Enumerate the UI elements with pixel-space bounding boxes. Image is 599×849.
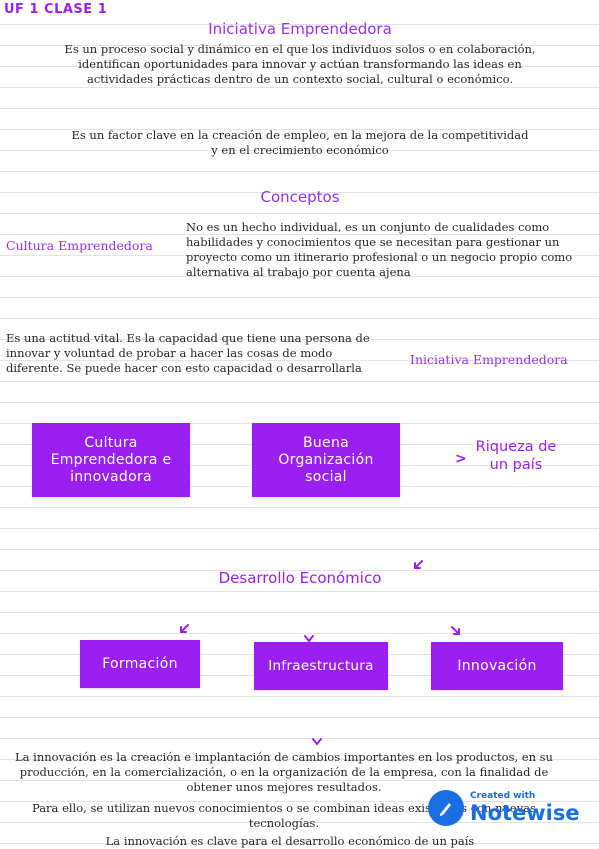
intro-paragraph-1: Es un proceso social y dinámico en el qu…	[64, 42, 536, 86]
innovacion-paragraph-3: La innovación es clave para el desarroll…	[105, 834, 475, 848]
desarrollo-item-formacion: Formación	[80, 640, 200, 688]
flow-result-label: Riqueza de un país	[475, 439, 557, 473]
flow-box-organizacion-label: Buena Organización social	[278, 434, 374, 485]
arrow-down-right-icon	[450, 622, 462, 635]
desarrollo-item-infraestructura-label: Infraestructura	[268, 657, 374, 674]
notewise-badge: Created with Notewise	[428, 786, 588, 830]
flow-arrow-right-icon: >	[455, 451, 467, 467]
desarrollo-heading: Desarrollo Económico	[218, 569, 382, 587]
desarrollo-item-infraestructura: Infraestructura	[254, 642, 388, 690]
arrow-down-icon	[303, 630, 315, 643]
cultura-emprendedora-label: Cultura Emprendedora	[6, 238, 153, 253]
flow-box-cultura-label: Cultura Emprendedora e innovadora	[50, 434, 172, 485]
arrow-down-left-icon	[412, 556, 424, 569]
innovacion-paragraph-1: La innovación es la creación e implantac…	[15, 750, 553, 794]
desarrollo-item-innovacion-label: Innovación	[457, 657, 537, 674]
desarrollo-item-innovacion: Innovación	[431, 642, 563, 690]
conceptos-heading: Conceptos	[260, 188, 340, 206]
intro-paragraph-2: Es un factor clave en la creación de emp…	[71, 128, 529, 157]
cultura-emprendedora-definition: No es un hecho individual, es un conjunt…	[186, 220, 573, 279]
arrow-down-icon-2	[311, 733, 323, 746]
page-title: Iniciativa Emprendedora	[208, 20, 392, 38]
desarrollo-item-formacion-label: Formación	[102, 655, 178, 672]
flow-box-organizacion: Buena Organización social	[252, 423, 400, 497]
arrow-down-left-icon-2	[178, 620, 190, 633]
page-label: UF 1 CLASE 1	[4, 2, 108, 17]
innovacion-paragraph-2: Para ello, se utilizan nuevos conocimien…	[31, 801, 536, 830]
iniciativa-emprendedora-label: Iniciativa Emprendedora	[410, 352, 568, 367]
notewise-brand: Notewise	[470, 801, 580, 825]
notewise-created-with: Created with	[470, 791, 536, 801]
flow-box-cultura: Cultura Emprendedora e innovadora	[32, 423, 190, 497]
notewise-logo-icon	[428, 790, 464, 826]
iniciativa-emprendedora-definition: Es una actitud vital. Es la capacidad qu…	[6, 331, 370, 375]
